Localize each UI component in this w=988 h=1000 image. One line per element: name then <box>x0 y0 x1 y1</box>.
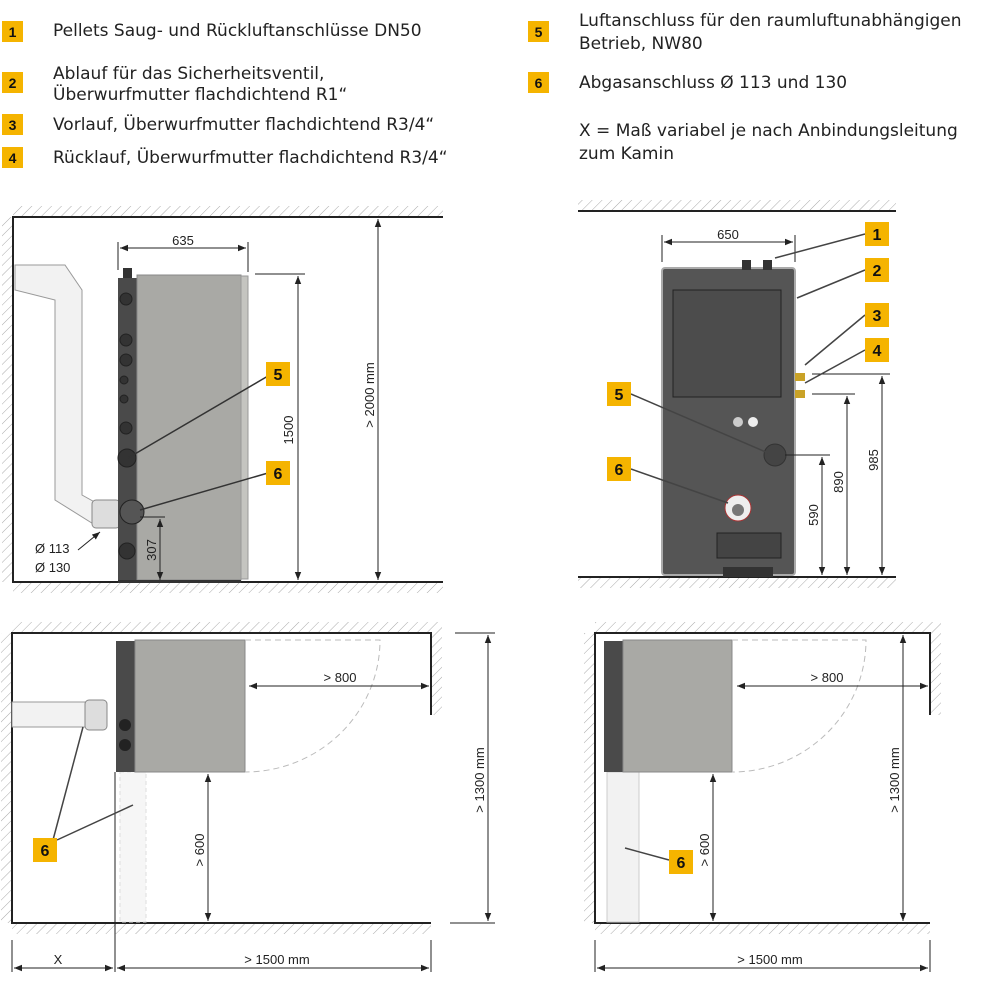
dim-depth: > 1300 mm <box>472 747 487 812</box>
svg-text:1: 1 <box>873 227 882 244</box>
diameter-130: Ø 130 <box>35 560 70 575</box>
boiler-body <box>136 274 242 581</box>
dim-width: > 1500 mm <box>737 952 802 967</box>
legend-text-2a: Ablauf für das Sicherheitsventil, <box>53 64 325 84</box>
dim-x: X <box>54 952 63 967</box>
flue-pipe <box>14 264 119 526</box>
svg-text:5: 5 <box>274 367 283 384</box>
badge-3: 3 <box>865 303 889 327</box>
door-swing <box>731 639 867 773</box>
legend-text-4: Rücklauf, Überwurfmutter flachdichtend R… <box>53 148 448 168</box>
flue-pipe <box>606 771 640 923</box>
badge-6: 6 <box>266 461 290 485</box>
dim-890: 890 <box>831 471 846 493</box>
flue-pipe-alt <box>119 771 147 923</box>
air-connection <box>763 443 787 467</box>
legend-badge-6: 6 <box>528 72 549 93</box>
side-view: 635 1500 > 2000 mm 307 Ø 113 Ø 130 5 6 <box>2 206 443 593</box>
legend-text-5b: Betrieb, NW80 <box>579 34 703 54</box>
boiler-top <box>622 639 733 773</box>
dim-front-clearance: > 600 <box>192 834 207 867</box>
pellet-connection <box>742 260 751 270</box>
dim-590: 590 <box>806 504 821 526</box>
badge-5: 5 <box>266 362 290 386</box>
plan-view-right: > 800 > 600 > 1300 mm > 1500 mm 6 <box>584 622 941 972</box>
dim-flue-height: 307 <box>144 539 159 561</box>
legend-badge-1: 1 <box>2 21 23 42</box>
boiler-top <box>134 639 246 773</box>
legend-note-2: zum Kamin <box>579 144 674 164</box>
legend-text-3: Vorlauf, Überwurfmutter flachdichtend R3… <box>53 115 435 135</box>
legend-text-2b: Überwurfmutter flachdichtend R1“ <box>53 85 348 105</box>
door-swing <box>244 639 381 773</box>
svg-text:2: 2 <box>873 263 882 280</box>
svg-text:5: 5 <box>615 387 624 404</box>
dim-door-clearance: > 800 <box>324 670 357 685</box>
badge-5: 5 <box>607 382 631 406</box>
plan-view-left: > 800 > 600 > 1300 mm X > 1500 mm 6 <box>1 622 495 972</box>
legend-text-1: Pellets Saug- und Rückluftanschlüsse DN5… <box>53 21 422 41</box>
dim-height-1500: 1500 <box>281 416 296 445</box>
badge-6: 6 <box>607 457 631 481</box>
dim-door-clearance: > 800 <box>811 670 844 685</box>
dim-front-clearance: > 600 <box>697 834 712 867</box>
badge-1: 1 <box>865 222 889 246</box>
legend-text-5a: Luftanschluss für den raumluftunabhängig… <box>579 11 962 31</box>
badge-4: 4 <box>865 338 889 362</box>
badge-6: 6 <box>669 850 693 874</box>
legend-badge-5: 5 <box>528 21 549 42</box>
diameter-113: Ø 113 <box>35 541 69 556</box>
svg-text:4: 4 <box>873 343 882 360</box>
legend-text-6: Abgasanschluss Ø 113 und 130 <box>579 73 848 93</box>
rear-view: 650 590 890 985 1 2 3 4 5 6 <box>578 200 896 588</box>
legend-badge-2: 2 <box>2 72 23 93</box>
badge-2: 2 <box>865 258 889 282</box>
badge-6: 6 <box>33 838 57 862</box>
svg-text:6: 6 <box>677 855 686 872</box>
flue-pipe <box>11 701 88 728</box>
dim-width: > 1500 mm <box>244 952 309 967</box>
dim-985: 985 <box>866 449 881 471</box>
dim-room-height: > 2000 mm <box>362 362 377 427</box>
legend-badge-3: 3 <box>2 114 23 135</box>
svg-text:6: 6 <box>41 843 50 860</box>
svg-text:6: 6 <box>274 466 283 483</box>
rear-cover <box>672 289 782 398</box>
legend-badge-4: 4 <box>2 147 23 168</box>
legend-note-1: X = Maß variabel je nach Anbindungsleitu… <box>579 121 958 141</box>
dim-width-650: 650 <box>717 227 739 242</box>
svg-text:6: 6 <box>615 462 624 479</box>
svg-text:3: 3 <box>873 308 882 325</box>
dim-width-635: 635 <box>172 233 194 248</box>
dim-depth: > 1300 mm <box>887 747 902 812</box>
